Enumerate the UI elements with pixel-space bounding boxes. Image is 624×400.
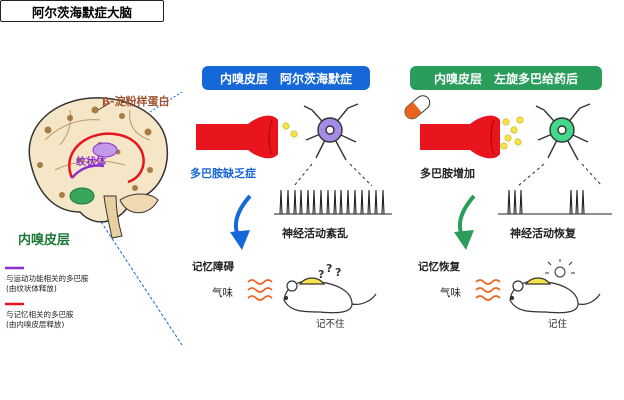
cortex-label: 内嗅皮层 — [18, 233, 71, 248]
svg-text:?: ? — [318, 268, 324, 281]
legend-memory-line1: 与记忆相关的多巴胺 — [6, 310, 74, 319]
brain-illustration — [28, 97, 169, 239]
legend-motor-line1: 与运动功能相关的多巴胺 — [6, 274, 89, 283]
cannot-remember-label: 记不住 — [316, 319, 345, 330]
smell-label-left: 气味 — [212, 287, 233, 299]
amyloid-label: β-淀粉样蛋白 — [102, 95, 170, 108]
axon-terminal-left — [196, 115, 278, 159]
mouse-left — [283, 277, 377, 314]
svg-text:?: ? — [326, 262, 332, 275]
neuron-right — [535, 103, 591, 161]
spike-train-right — [498, 189, 612, 215]
spike-train-left — [274, 189, 392, 215]
svg-text:?: ? — [335, 266, 341, 279]
memory-pathway — [68, 132, 145, 184]
motor-pathway — [71, 164, 105, 179]
smell-label-right: 气味 — [440, 287, 461, 299]
mouse-right — [509, 277, 601, 314]
axon-terminal-right — [420, 115, 500, 159]
right-panel-header: 内嗅皮层 左旋多巴给药后 — [410, 66, 602, 90]
smell-waves-left — [247, 279, 273, 301]
activity-restored-label: 神经活动恢复 — [510, 227, 576, 240]
brain-panel-title: 阿尔茨海默症大脑 — [0, 0, 164, 22]
neuron-left — [303, 103, 359, 161]
remembered-label: 记住 — [548, 319, 568, 330]
smell-waves-right — [475, 279, 501, 301]
pill-icon — [404, 95, 431, 120]
entorhinal-cortex-region — [69, 187, 95, 205]
dopamine-deficiency-label: 多巴胺缺乏症 — [190, 167, 256, 180]
legend-motor-line2: (由纹状体释放) — [6, 284, 57, 293]
activity-disordered-label: 神经活动紊乱 — [282, 227, 348, 240]
dopamine-dots-right — [500, 116, 524, 150]
amyloid-plaques — [37, 106, 153, 198]
dopamine-dots-left — [282, 122, 298, 138]
legend-memory-line2: (由内嗅皮层释放) — [6, 320, 65, 329]
left-panel-header: 内嗅皮层 阿尔茨海默症 — [202, 66, 370, 90]
connector-bottom — [89, 204, 183, 346]
dopamine-increase-label: 多巴胺增加 — [420, 167, 475, 180]
striatum-region — [92, 142, 118, 158]
confused-marks: ??? — [318, 262, 341, 281]
memory-impairment-title: 记忆障碍 — [192, 261, 234, 273]
striatum-label: 纹状体 — [76, 157, 106, 168]
memory-recovery-title: 记忆恢复 — [418, 261, 460, 273]
lightbulb-icon — [545, 259, 575, 278]
